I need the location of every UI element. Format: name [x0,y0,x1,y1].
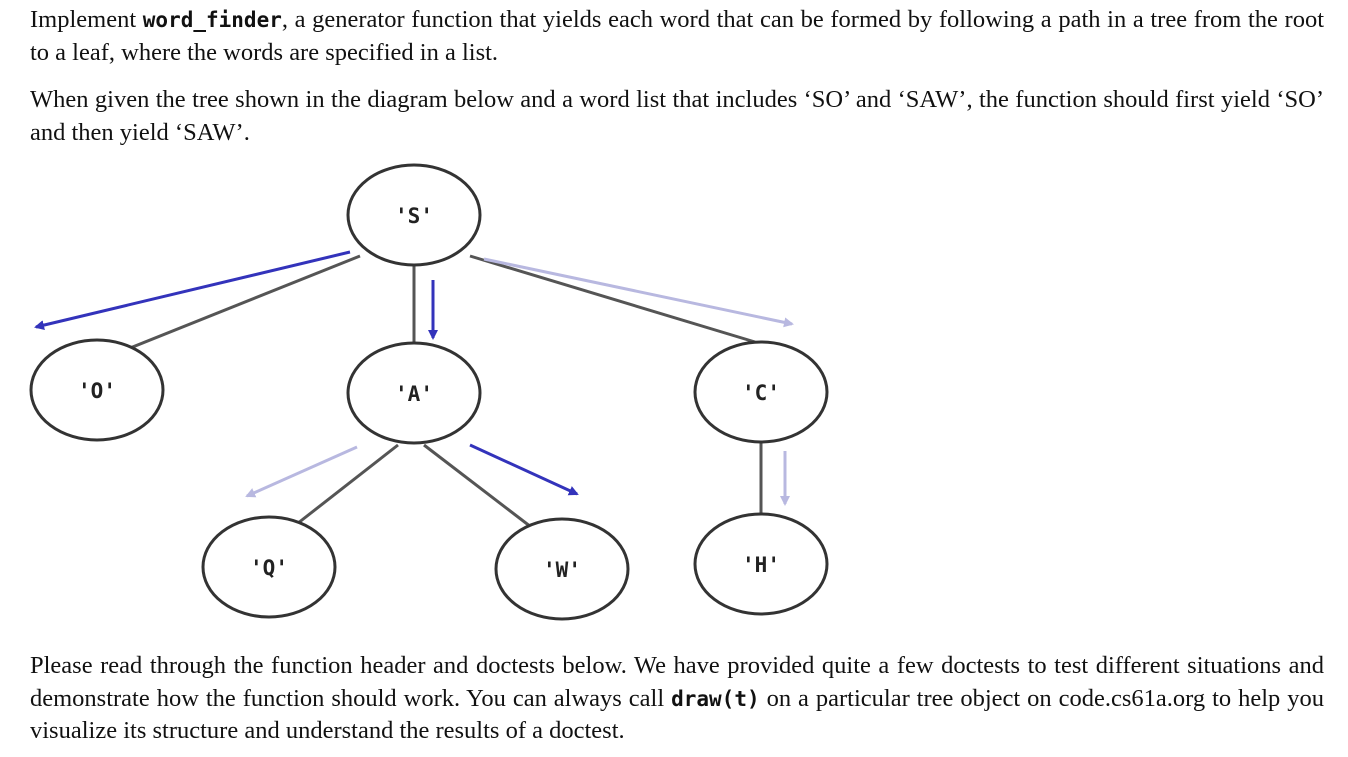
example-paragraph: When given the tree shown in the diagram… [30,84,1324,149]
draw-call-code: draw(t) [671,686,760,711]
node-c [693,340,829,444]
arrow-s-to-o [34,250,351,331]
instructions-text-start: Please read through the function header … [30,652,1324,712]
tree-nodes [29,163,829,621]
edge-a-q [292,443,399,529]
node-c-label: 'C' [742,381,780,405]
intro-paragraph: Implement word_finder, a generator funct… [30,4,1324,69]
edge-s-o [124,254,361,352]
tree-diagram: 'S' 'O' 'A' 'C' 'Q' 'W' 'H' [29,163,829,621]
arrow-s-to-c [483,257,794,328]
instructions-text-end: on a particular tree object on code.cs61… [30,684,1324,745]
traversal-arrows [34,250,794,506]
node-h [693,512,829,616]
node-w [494,517,630,621]
intro-text-start: Implement [30,6,143,33]
node-h-label: 'H' [742,553,780,577]
intro-text-end: , a generator function that yields each … [30,6,1324,66]
node-s-label: 'S' [395,204,433,228]
arrow-a-to-w [469,443,579,496]
example-text: When given the tree shown in the diagram… [30,86,1324,146]
node-o-label: 'O' [78,379,116,403]
function-name-code: word_finder [142,8,282,32]
edge-s-c [469,254,756,344]
node-q-label: 'Q' [250,556,288,580]
node-a [346,341,482,445]
tree-edges [124,254,763,532]
node-labels: 'S' 'O' 'A' 'C' 'Q' 'W' 'H' [78,204,780,582]
node-w-label: 'W' [543,558,581,582]
edge-a-w [423,443,536,532]
node-o [29,338,165,442]
arrow-a-to-q [245,445,358,498]
instructions-paragraph: Please read through the function header … [30,650,1324,748]
node-a-label: 'A' [395,382,433,406]
node-s [346,163,482,267]
node-q [201,515,337,619]
